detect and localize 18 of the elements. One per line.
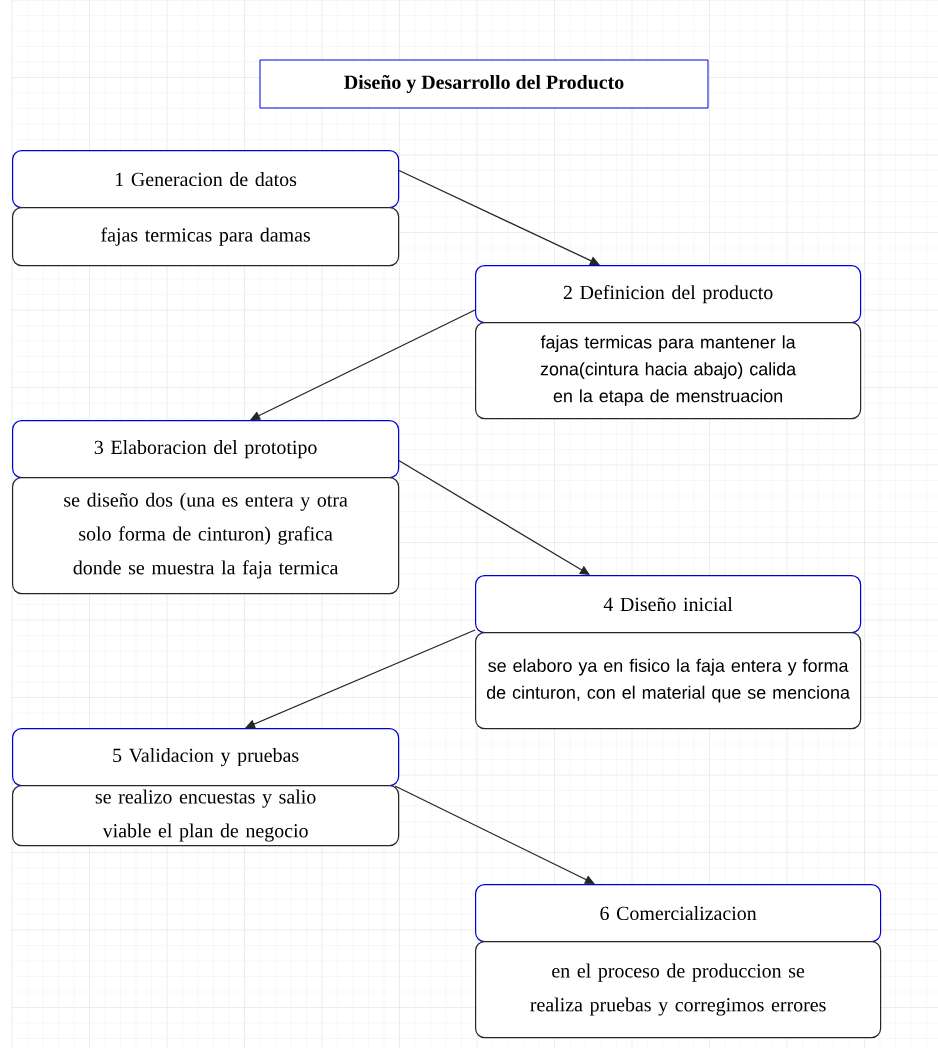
description-box: fajas termicas para mantener la zona(cintura hacia abajo) calida en la etapa de menstruacion [475,322,862,420]
arrow [250,309,476,420]
arrow [397,459,590,575]
description-box: en el proceso de produccion se realiza pruebas y corregimos errores [475,941,882,1039]
arrow [397,169,600,265]
description-box: se diseño dos (una es entera y otra solo forma de cinturon) grafica donde se muestra la faja termica [12,477,400,595]
step-box: 2 Definicion del producto [475,265,862,324]
description-box: se realizo encuestas y salio viable el plan de negocio [12,785,400,847]
step-box: 5 Validacion y pruebas [12,728,400,787]
step-box: 3 Elaboracion del prototipo [12,420,400,479]
step-box: 6 Comercializacion [475,884,882,943]
step-box: 4 Diseño inicial [475,575,862,634]
arrow [245,629,476,729]
description-box: se elaboro ya en fisico la faja entera y forma de cinturon, con el material que se menciona [475,632,862,730]
title-box: Diseño y Desarrollo del Producto [259,59,709,109]
arrow [394,785,595,884]
step-box: 1 Generacion de datos [12,150,400,209]
description-box: fajas termicas para damas [12,207,400,267]
